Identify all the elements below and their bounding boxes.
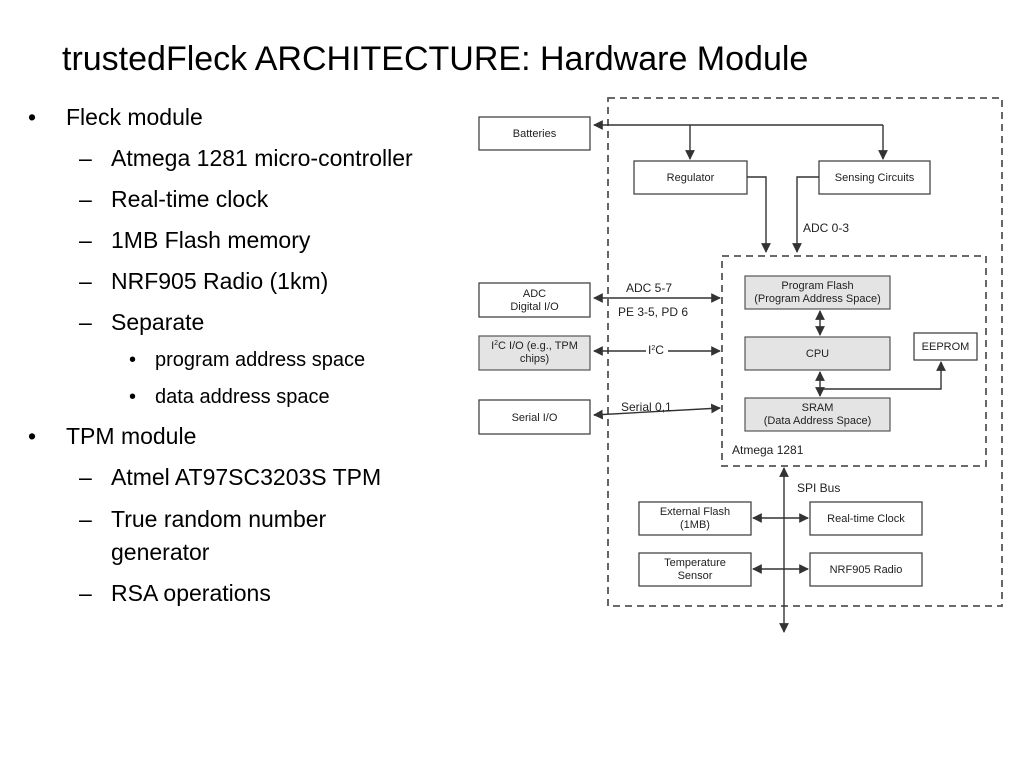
bullet-marker: – — [79, 506, 92, 532]
bullet-marker: – — [79, 268, 92, 294]
real-time-clock-box — [809, 501, 923, 536]
adc-digital-io-box — [478, 282, 591, 318]
external-flash-label-line1: External Flash — [660, 506, 730, 518]
serial-io-label: Serial I/O — [512, 412, 558, 424]
bullet-marker: – — [79, 309, 92, 335]
pe-pd-label: PE 3-5, PD 6 — [618, 305, 688, 319]
bullet-marker: – — [79, 464, 92, 490]
batteries-label: Batteries — [513, 128, 557, 140]
hardware-diagram-svg: Batteries Regulator Sensing Circuits ADC… — [478, 97, 1003, 633]
eeprom-box — [913, 332, 978, 361]
program-flash-box — [744, 275, 891, 310]
i2c-bus-label-bg — [646, 342, 668, 356]
external-flash-label-line2: (1MB) — [680, 519, 710, 531]
bullet-marker: • — [129, 386, 137, 408]
adc-io-label-line1: ADC — [523, 288, 546, 300]
real-time-clock-label: Real-time Clock — [827, 513, 905, 525]
bullet-item-continuation: generator — [111, 539, 210, 565]
i2c-io-box — [478, 335, 591, 371]
batteries-box — [478, 116, 591, 151]
i2c-bus-label-c: C — [655, 343, 664, 357]
i2c-bus-label: I2C — [648, 343, 664, 357]
bullet-item: TPM module — [66, 423, 197, 449]
bullet-item: True random number — [111, 506, 327, 532]
adc-io-label-line2: Digital I/O — [510, 301, 559, 313]
cpu-eeprom-link — [820, 361, 946, 390]
temperature-sensor-box — [638, 552, 752, 587]
i2c-bus-label-sup: 2 — [651, 345, 655, 352]
bullet-marker: • — [129, 349, 137, 371]
sram-box — [744, 397, 891, 432]
bullet-marker: • — [28, 423, 37, 449]
bullet-item: Atmel AT97SC3203S TPM — [111, 464, 382, 490]
bullet-item: data address space — [155, 386, 330, 408]
nrf905-radio-label: NRF905 Radio — [830, 564, 903, 576]
temperature-sensor-label-line1: Temperature — [664, 557, 726, 569]
i2c-io-label-i: I — [491, 340, 494, 352]
bullet-item: 1MB Flash memory — [111, 227, 311, 253]
external-flash-box — [638, 501, 752, 536]
bullet-marker: – — [79, 145, 92, 171]
bullet-list: • Fleck module – Atmega 1281 micro-contr… — [0, 0, 470, 768]
regulator-to-atmega — [747, 176, 771, 253]
bullet-item: Atmega 1281 micro-controller — [111, 145, 413, 171]
sensing-to-atmega — [792, 176, 819, 253]
i2c-io-label-line2: chips) — [520, 353, 549, 365]
serial-link — [593, 403, 721, 420]
sram-label-line1: SRAM — [802, 402, 834, 414]
bullet-marker: – — [79, 227, 92, 253]
serial01-label: Serial 0,1 — [621, 400, 672, 414]
spi-bus-label: SPI Bus — [797, 481, 840, 495]
bullet-item: Fleck module — [66, 104, 203, 130]
bullet-item: RSA operations — [111, 580, 271, 606]
cpu-label: CPU — [806, 348, 829, 360]
cpu-box — [744, 336, 891, 371]
regulator-label: Regulator — [667, 172, 715, 184]
hardware-diagram: Batteries Regulator Sensing Circuits ADC… — [470, 90, 1015, 635]
i2c-io-label-rest: C I/O (e.g., TPM — [498, 340, 578, 352]
bullet-marker: – — [79, 186, 92, 212]
atmega-boundary — [721, 255, 987, 467]
eeprom-label: EEPROM — [922, 341, 970, 353]
i2c-io-label-sup: 2 — [494, 340, 498, 347]
bullet-marker: • — [28, 104, 37, 130]
atmega-label: Atmega 1281 — [732, 443, 804, 457]
serial-io-box — [478, 399, 591, 435]
nrf905-radio-box — [809, 552, 923, 587]
sensing-circuits-label: Sensing Circuits — [835, 172, 915, 184]
bullet-item: program address space — [155, 349, 366, 371]
bullet-item: Real-time clock — [111, 186, 269, 212]
slide-title: trustedFleck ARCHITECTURE: Hardware Modu… — [62, 40, 809, 78]
bullet-marker: – — [79, 580, 92, 606]
adc03-label: ADC 0-3 — [803, 221, 849, 235]
temperature-sensor-label-line2: Sensor — [678, 570, 713, 582]
sram-label-line2: (Data Address Space) — [764, 415, 872, 427]
i2c-bus-label-i: I — [648, 343, 651, 357]
program-flash-label-line2: (Program Address Space) — [754, 293, 881, 305]
i2c-io-label-line1: I2C I/O (e.g., TPM — [491, 340, 578, 352]
bullet-item: NRF905 Radio (1km) — [111, 268, 329, 294]
adc57-label: ADC 5-7 — [626, 281, 672, 295]
program-flash-label-line1: Program Flash — [781, 280, 853, 292]
regulator-box — [633, 160, 748, 195]
bullet-item: Separate — [111, 309, 205, 335]
